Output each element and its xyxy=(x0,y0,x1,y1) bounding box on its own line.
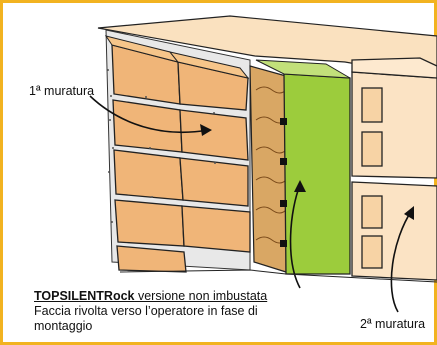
block-cavity xyxy=(361,195,383,229)
insulation-panel-top xyxy=(255,59,351,79)
brick xyxy=(114,199,185,247)
insulation-panel xyxy=(283,73,351,275)
arrow-second-wall xyxy=(390,209,413,313)
brick-top xyxy=(168,51,250,79)
second-wall-label: 2ª muratura xyxy=(360,317,426,331)
caption-line-1: Faccia rivolta verso l’operatore in fase… xyxy=(34,304,258,318)
mortar-texture xyxy=(107,69,218,223)
first-wall-label: 1ª muratura xyxy=(29,84,95,98)
caption-line-2: montaggio xyxy=(34,319,93,333)
brick-top-faces xyxy=(104,35,250,79)
caption-title: TOPSILENTRock versione non imbustata xyxy=(34,289,334,304)
block-cavity xyxy=(361,87,383,123)
arrow-heads xyxy=(200,124,414,220)
brick xyxy=(116,245,187,273)
product-name: TOPSILENTRock xyxy=(34,289,135,303)
brick xyxy=(179,109,249,161)
block-cavity xyxy=(361,131,383,167)
leader-arrows xyxy=(89,95,413,313)
product-variant: versione non imbustata xyxy=(134,289,268,303)
brick xyxy=(113,149,184,201)
rock-wool-texture xyxy=(255,86,287,244)
block-cavity xyxy=(361,235,383,269)
ground-line xyxy=(119,269,437,283)
block-top xyxy=(351,57,437,79)
second-wall-blocks xyxy=(351,57,437,281)
panel-fixings xyxy=(280,118,287,247)
brick xyxy=(181,205,251,253)
caption: TOPSILENTRock versione non imbustata Fac… xyxy=(34,289,334,334)
arrow-first-wall xyxy=(89,95,209,134)
brick xyxy=(179,157,249,207)
arrow-insulation xyxy=(289,184,301,289)
